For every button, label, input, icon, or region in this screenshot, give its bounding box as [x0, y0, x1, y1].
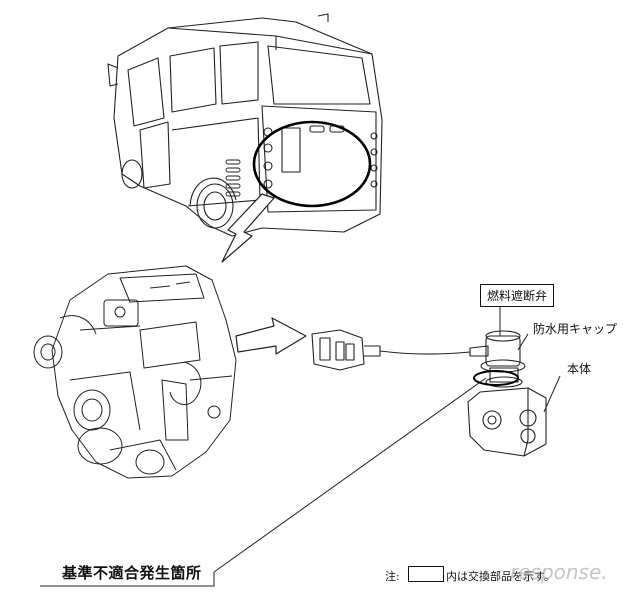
engine-illustration — [33, 265, 237, 479]
arrow-bus-to-engine — [221, 193, 275, 263]
defect-point-ring — [473, 370, 519, 386]
waterproof-cap-label: 防水用キャップ — [533, 322, 618, 336]
bus-illustration — [107, 13, 383, 237]
fuel-valve-illustration — [467, 330, 547, 457]
highlight-ellipse — [252, 120, 372, 208]
leader-lines — [40, 302, 561, 587]
connector-illustration — [311, 329, 489, 371]
fuel-valve-label: 燃料遮断弁 — [480, 284, 555, 307]
note-text: 内は交換部品を示す。 — [446, 570, 555, 583]
main-body-label: 本体 — [567, 362, 592, 376]
note-prefix: 注: — [385, 570, 400, 583]
watermark-logo: response. — [510, 560, 608, 584]
arrow-engine-to-connector — [235, 317, 307, 355]
note-legend-box — [408, 566, 444, 582]
defect-location-label: 基準不適合発生箇所 — [62, 564, 202, 582]
